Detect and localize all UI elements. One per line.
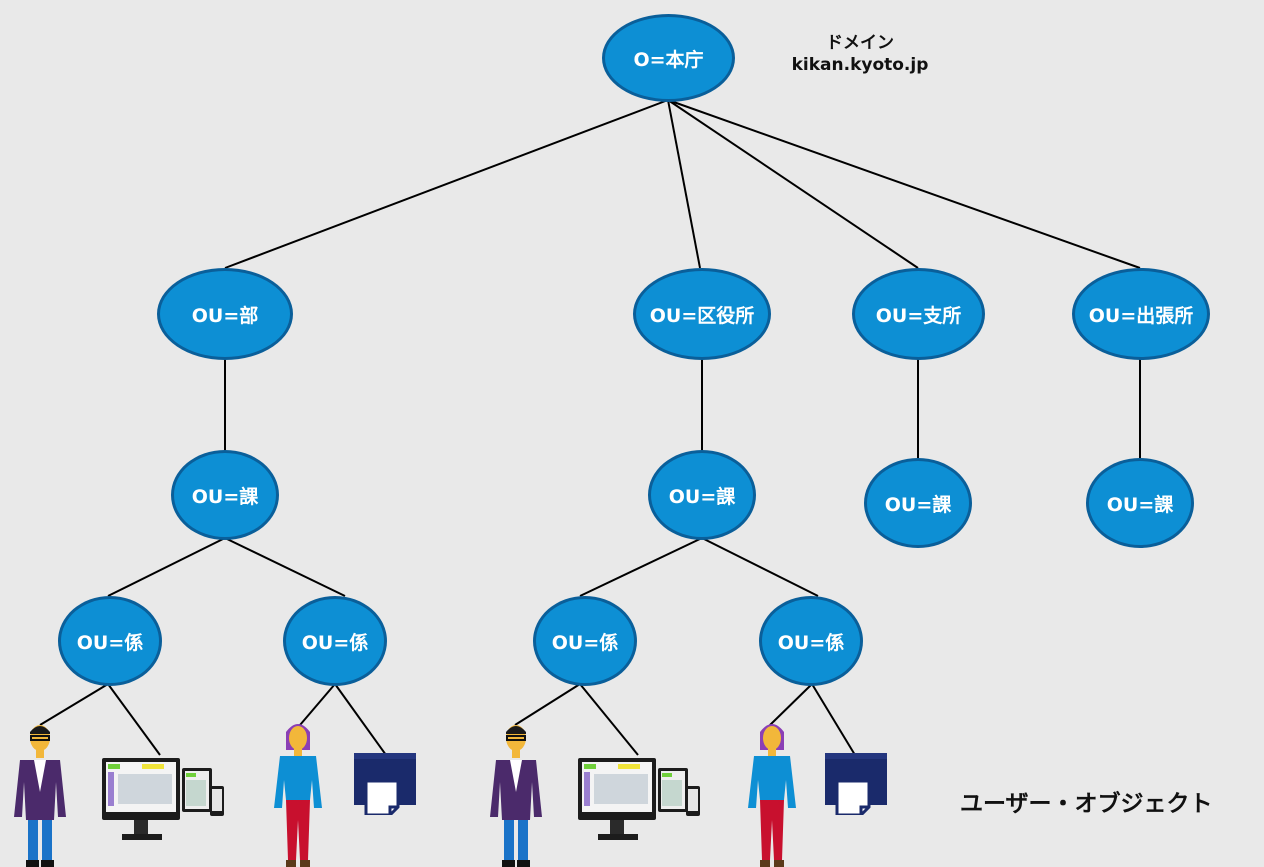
domain-title: ドメイン — [826, 33, 894, 53]
edge-kakari2-user — [299, 683, 336, 726]
edge-root-shucchojo — [667, 99, 1141, 269]
female-user-icon — [274, 724, 322, 867]
edge-ka-kakari4 — [701, 537, 819, 597]
male-user-icon — [14, 725, 66, 867]
computer-devices-icon — [102, 758, 224, 840]
edge-kakari4-printer — [811, 683, 856, 756]
ou-ka-node-2: OU=課 — [648, 450, 756, 540]
edge-ka-kakari1 — [107, 537, 226, 597]
root-node: O=本庁 — [602, 14, 735, 102]
printer-icon — [825, 753, 887, 815]
ou-ka-node-1: OU=課 — [171, 450, 279, 540]
objects-caption: ユーザー・オブジェクト — [960, 791, 1213, 817]
edge-kakari1-pc — [107, 683, 161, 756]
ou-kakari-node-1: OU=係 — [58, 596, 162, 686]
ou-kakari-node-3: OU=係 — [533, 596, 637, 686]
ou-shucchojo-node: OU=出張所 — [1072, 268, 1210, 360]
ou-kakari-node-4: OU=係 — [759, 596, 863, 686]
male-user-icon — [490, 725, 542, 867]
printer-icon — [354, 753, 416, 815]
ou-shisho-node: OU=支所 — [852, 268, 985, 360]
edge-ka-kakari2 — [224, 537, 346, 597]
ou-bu-node: OU=部 — [157, 268, 293, 360]
edge-kakari4-user — [769, 683, 813, 726]
edge-kakari2-printer — [334, 683, 387, 756]
edge-root-kuyakusho — [667, 99, 701, 269]
edge-kakari1-user — [39, 683, 109, 726]
ou-ka-node-3: OU=課 — [864, 458, 972, 548]
ou-kakari-node-2: OU=係 — [283, 596, 387, 686]
edge-root-bu — [224, 99, 669, 269]
ou-ka-node-4: OU=課 — [1086, 458, 1194, 548]
domain-caption: ドメイン kikan.kyoto.jp — [760, 32, 960, 76]
domain-name: kikan.kyoto.jp — [791, 55, 929, 75]
edge-ka-kakari3 — [579, 537, 703, 597]
ou-kuyakusho-node: OU=区役所 — [633, 268, 771, 360]
edge-kakari3-pc — [579, 683, 639, 756]
edge-root-shisho — [667, 99, 919, 269]
female-user-icon — [748, 724, 796, 867]
computer-devices-icon — [578, 758, 700, 840]
edge-kakari3-user — [514, 683, 581, 726]
